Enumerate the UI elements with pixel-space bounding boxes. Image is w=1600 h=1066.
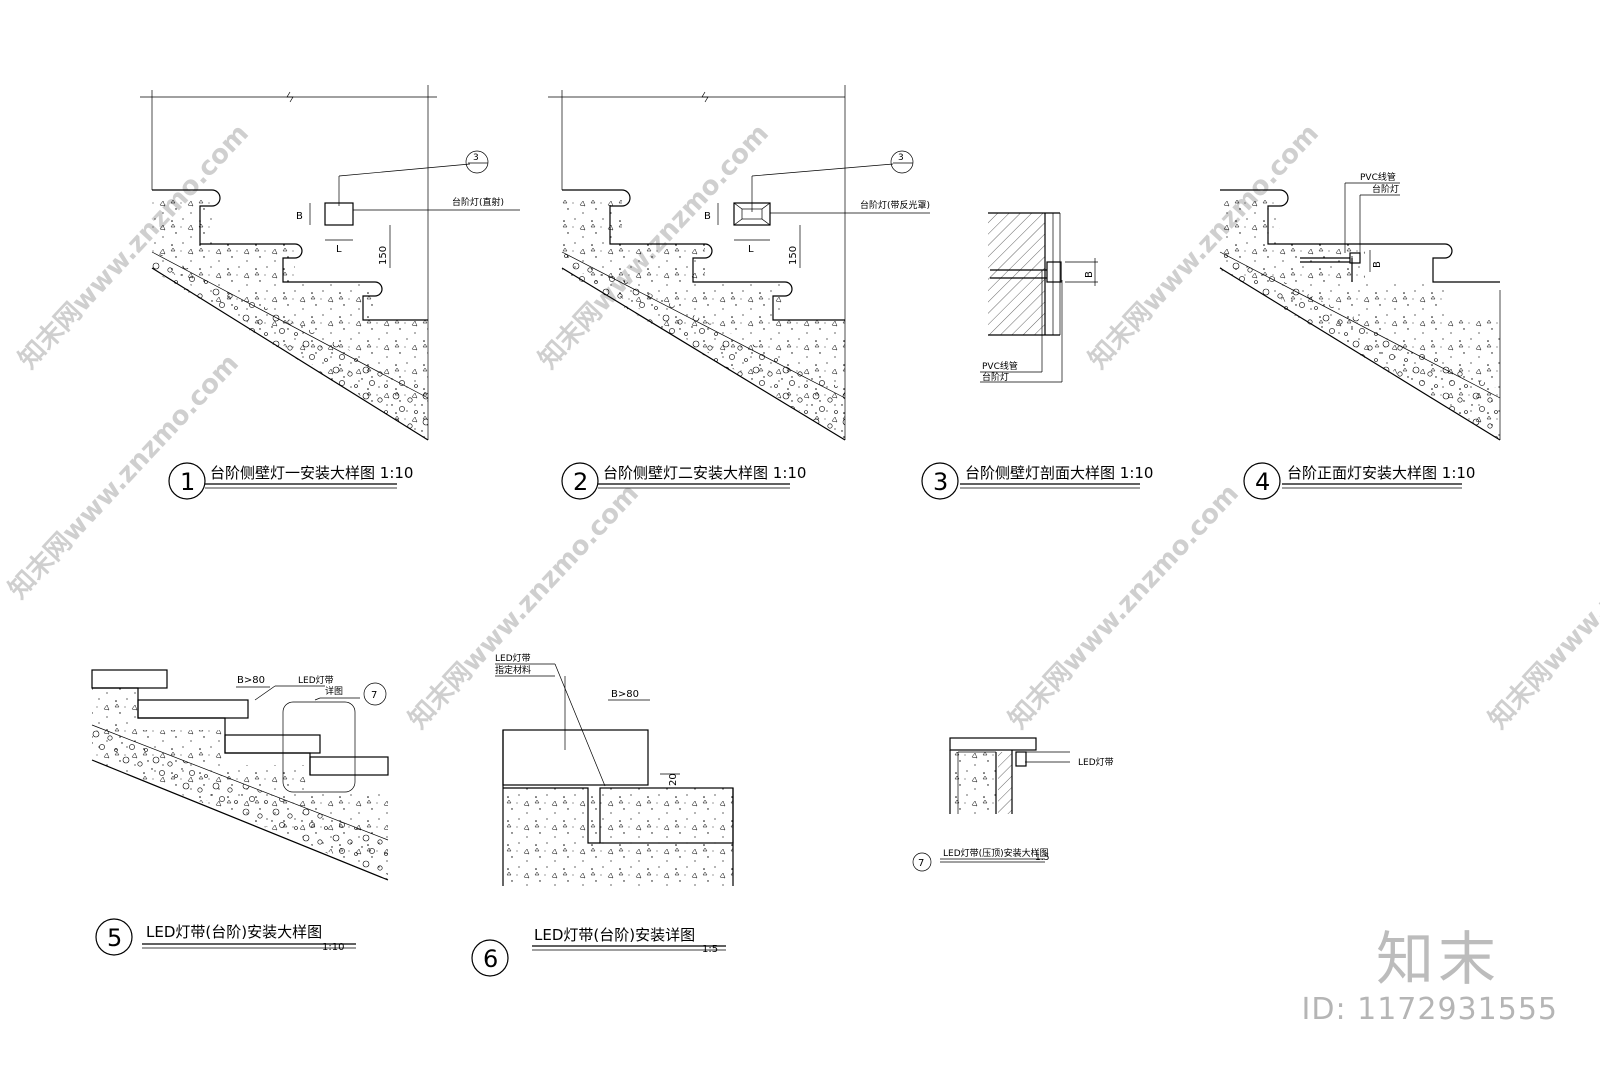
dim-l: L (748, 244, 754, 255)
detail-title: LED灯带(压顶)安装大样图 (943, 847, 1049, 859)
callout-number: 3 (898, 153, 904, 163)
detail-7: LED灯带 7 LED灯带(压顶)安装大样图 1:5 (912, 737, 1114, 872)
label-led: LED灯带 (1078, 757, 1114, 768)
detail-2: 3 台阶灯(带反光罩) B L 150 2 台阶侧壁灯二安装大样图 1:10 (548, 85, 930, 500)
detail-title: 台阶侧壁灯一安装大样图 1:10 (210, 464, 413, 482)
watermark-layer: 知末网www.znzmo.com 知末网www.znzmo.com 知末网www… (3, 119, 1600, 735)
detail-number: 4 (1255, 468, 1270, 496)
label-lamp: 台阶灯 (1372, 183, 1399, 195)
watermark-text: 知末网www.znzmo.com (3, 349, 245, 605)
dim-b80: B>80 (611, 689, 639, 700)
label-led: LED灯带 (495, 653, 531, 664)
callout-number: 7 (371, 690, 377, 701)
detail-3: B PVC线管 台阶灯 3 台阶侧壁灯剖面大样图 1:10 (921, 212, 1153, 500)
brand-logo: 知末 (1375, 925, 1500, 993)
detail-title: 台阶侧壁灯二安装大样图 1:10 (603, 464, 806, 482)
label-detail: 详图 (325, 685, 343, 697)
dim-b80: B>80 (237, 675, 265, 686)
detail-6: LED灯带 指定材料 B>80 20 6 LED灯带(台阶)安装详图 1:5 (471, 653, 734, 977)
detail-scale: 1:5 (1035, 853, 1049, 863)
dim-b: B (704, 211, 711, 222)
detail-number-circle (168, 462, 206, 500)
lamp-label: 台阶灯(带反光罩) (860, 199, 930, 211)
detail-number: 1 (180, 468, 195, 496)
label-led: LED灯带 (298, 675, 334, 686)
detail-number-circle (912, 852, 932, 872)
dim-b: B (1372, 261, 1383, 268)
detail-scale: 1:5 (702, 944, 718, 955)
detail-number-circle (95, 918, 133, 956)
label-pvc: PVC线管 (982, 360, 1018, 372)
dim-b: B (296, 211, 303, 222)
lamp-label: 台阶灯(直射) (452, 196, 504, 208)
detail-5: B>80 LED灯带 详图 7 5 LED灯带(台阶)安装大样图 1:10 (91, 669, 389, 956)
detail-number-circle (471, 939, 509, 977)
detail-4: PVC线管 台阶灯 B 4 台阶正面灯安装大样图 1:10 (1219, 171, 1501, 500)
detail-number: 2 (573, 468, 588, 496)
detail-number-circle (1243, 462, 1281, 500)
callout-number: 3 (473, 153, 479, 163)
detail-scale: 1:10 (322, 942, 344, 953)
watermark-text: 知末网www.znzmo.com (403, 479, 645, 735)
dim-150: 150 (378, 246, 389, 265)
label-lamp: 台阶灯 (982, 371, 1009, 383)
detail-title: LED灯带(台阶)安装大样图 (146, 923, 322, 941)
detail-number: 7 (918, 858, 924, 869)
detail-number: 5 (107, 924, 122, 952)
label-material: 指定材料 (495, 664, 531, 676)
detail-number-circle (561, 462, 599, 500)
detail-number: 3 (933, 468, 948, 496)
dim-20: 20 (668, 773, 679, 786)
watermark-text: 知末网www.znzmo.com (1483, 479, 1600, 735)
label-pvc: PVC线管 (1360, 171, 1396, 183)
brand-id: ID: 1172931555 (1301, 992, 1558, 1027)
detail-title: 台阶侧壁灯剖面大样图 1:10 (965, 464, 1153, 482)
dim-150: 150 (788, 246, 799, 265)
detail-title: LED灯带(台阶)安装详图 (534, 926, 695, 944)
dim-l: L (336, 244, 342, 255)
detail-1: 3 台阶灯(直射) B L 150 1 台阶侧壁灯一安装大样图 1:10 (140, 85, 520, 500)
dim-b: B (1084, 271, 1095, 278)
detail-number-circle (921, 462, 959, 500)
watermark-text: 知末网www.znzmo.com (1003, 479, 1245, 735)
detail-number: 6 (483, 945, 498, 973)
detail-title: 台阶正面灯安装大样图 1:10 (1287, 464, 1475, 482)
